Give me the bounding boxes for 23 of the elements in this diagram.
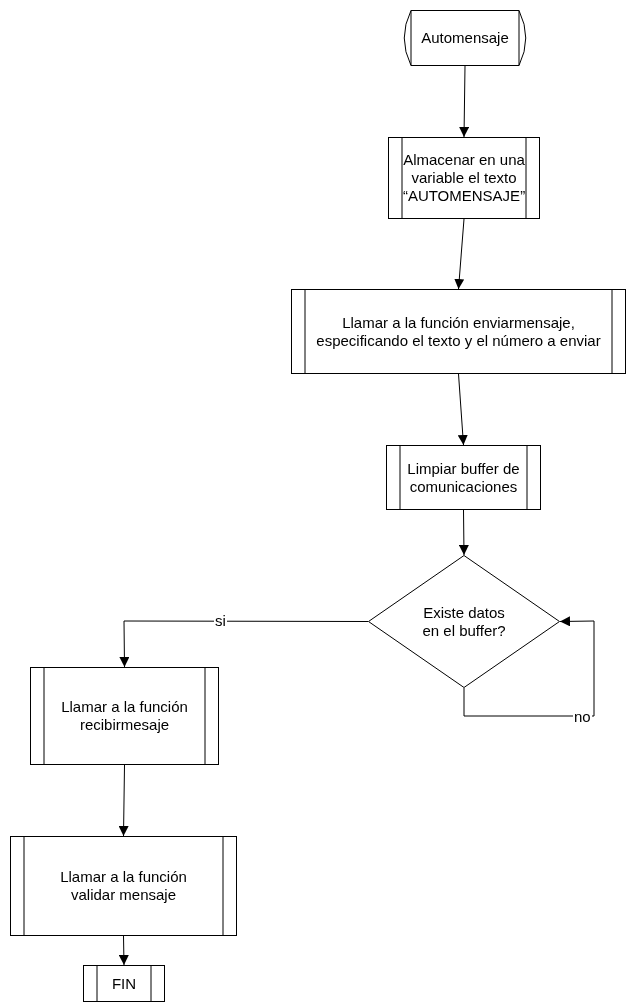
predefined-process-box: [291, 289, 626, 374]
predefined-process-box: [10, 836, 237, 936]
arrow: [454, 218, 465, 290]
predefined-process-box: [388, 137, 540, 219]
arrow: [118, 764, 129, 837]
arrow: [119, 620, 369, 668]
predefined-process-box: [83, 965, 165, 1002]
node-label: Existe datos en el buffer?: [421, 603, 507, 640]
node-label: Almacenar en una variable el texto “AUTOMENSAJE”: [402, 151, 526, 205]
node-label: Automensaje: [421, 29, 509, 47]
node-label: FIN: [111, 974, 137, 993]
node-label: Llamar a la función validar mensaje: [59, 868, 188, 904]
arrow: [458, 509, 469, 556]
decision-diamond: [368, 555, 560, 688]
node-label: Llamar a la función recibirmesaje: [60, 698, 189, 734]
predefined-process-box: [30, 667, 219, 765]
arrow: [457, 373, 468, 446]
arrow: [463, 616, 595, 717]
arrow: [118, 935, 129, 966]
arrow: [459, 65, 470, 138]
node-label: Llamar a la función enviarmensaje, especificando el texto y el número a enviar: [315, 313, 602, 350]
node-label: Limpiar buffer de comunicaciones: [406, 459, 521, 496]
predefined-process-box: [386, 445, 541, 510]
